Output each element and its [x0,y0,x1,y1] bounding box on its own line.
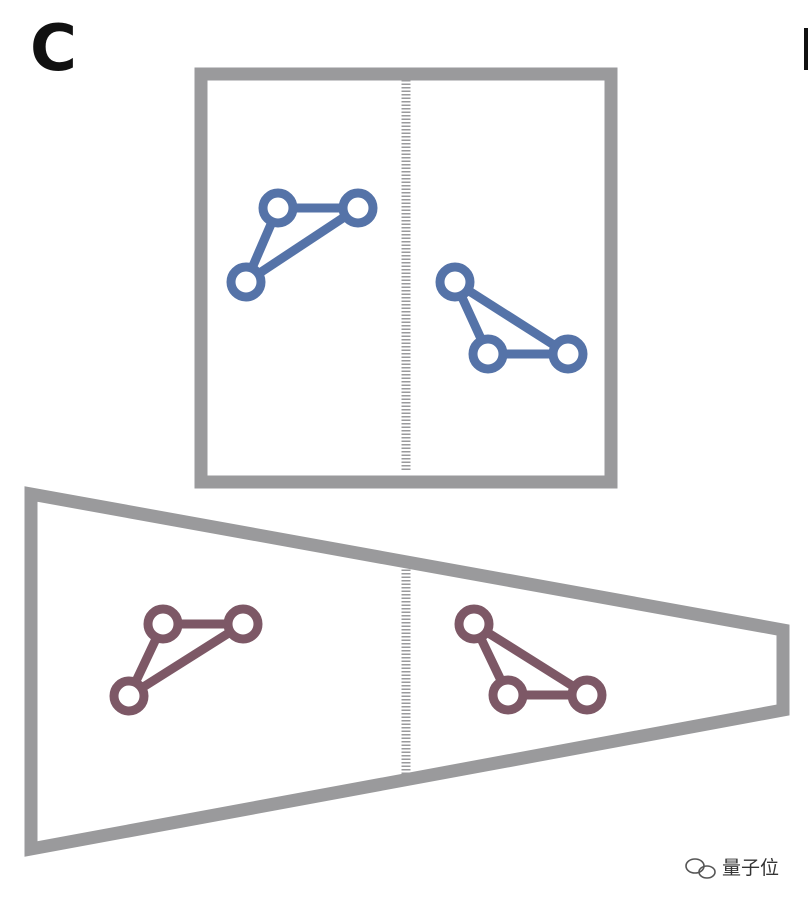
grid-node [548,334,588,374]
grid-node [435,262,475,302]
grid-node [338,188,378,228]
grid-node [468,334,508,374]
grid-node [223,604,263,644]
grid-cell-triangle-lower-right [454,604,607,715]
square-frame [194,67,618,489]
triangle-edge [126,620,246,700]
triangle-edge [471,620,590,699]
grid-node [454,604,494,644]
panel-label: C [30,12,77,86]
grid-node [109,676,149,716]
watermark: 量子位 [685,857,779,879]
wechat-icon [685,858,716,879]
watermark-text: 量子位 [722,857,779,879]
grid-node [143,604,183,644]
grid-cell-triangle-upper-right [435,262,588,374]
grid-cell-triangle-lower-left [109,604,263,716]
triangle-edge [452,278,571,358]
grid-node [488,675,528,715]
grid-node [258,188,298,228]
grid-node [226,262,266,302]
trapezoid-frame [24,486,790,857]
grid-cell-triangle-upper-left [226,188,378,302]
triangle-edge [243,204,361,286]
grid-node [567,675,607,715]
adjacent-panel-edge [804,28,808,70]
